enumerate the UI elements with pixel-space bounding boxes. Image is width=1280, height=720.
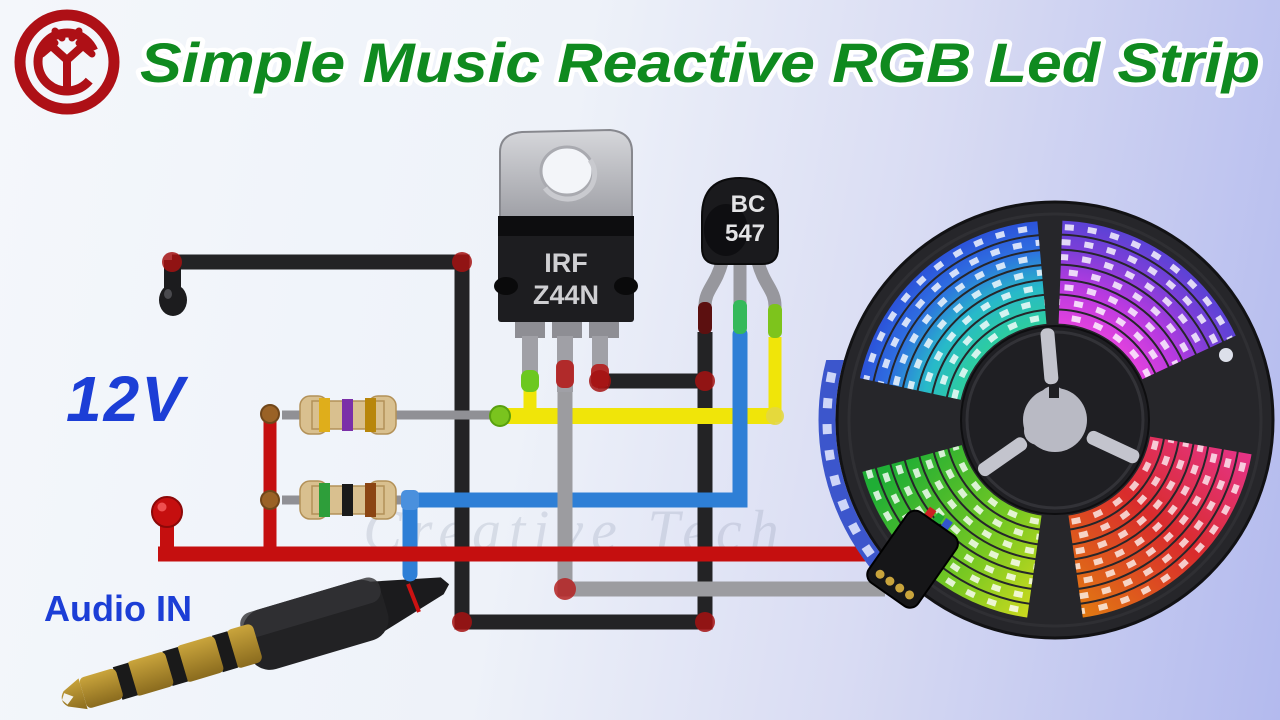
brand-logo-icon [14,9,120,115]
band-3 [365,398,376,432]
band-3 [365,483,376,517]
resistor-bottom [282,480,412,520]
band-2 [342,399,353,431]
band-1 [319,483,330,517]
audio-jack-plug-icon [61,577,450,710]
band-1 [319,398,330,432]
transistor-label-line1: BC [731,191,766,218]
jack-tip-mark [406,583,421,613]
mosfet-label-line1: IRF [544,248,588,278]
reel-connector [866,506,959,609]
supply-voltage-label: 12V [66,363,186,435]
reel-hub [960,325,1150,515]
transistor-bc547: BC 547 [698,176,782,338]
junction-dots [162,252,784,632]
title-banner: Simple Music Reactive RGB Led Strip [136,27,1265,99]
transistor-label-line2: 547 [725,220,765,247]
reel-screw-hole [1219,348,1233,362]
resistor-top [282,395,500,435]
audio-input-label: Audio IN [44,588,192,629]
led-strip-reel [818,200,1275,640]
gate-leg [522,336,538,378]
mosfet-label-line2: Z44N [533,280,599,310]
page-title: Simple Music Reactive RGB Led Strip [140,31,1260,94]
supply-positive-terminal [151,496,183,528]
base-wire [402,326,748,582]
band-2 [342,484,353,516]
mosfet-irfz44n: IRF Z44N [494,128,638,392]
